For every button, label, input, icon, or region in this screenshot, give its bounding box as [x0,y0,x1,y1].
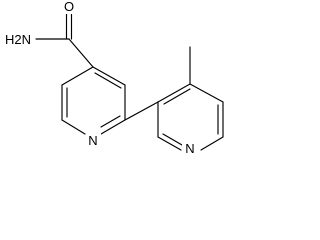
bond-left-ring-top-right [92,66,126,86]
bond-right-ring-top-left-inner [163,88,191,105]
pyridine-n-right-label: N [185,141,194,155]
bond-left-ring-bottom-right [100,119,126,135]
bond-right-ring-top-right [189,83,224,103]
mask-amide-nh2 [0,31,35,47]
bond-right-ring-bottom-left-inner [162,133,183,146]
bond-left-ring-top-left [61,66,94,86]
bond-right-ring-top-left [157,83,191,103]
amide-nh2-label: H2N [5,32,31,47]
bond-right-ring-bottom-right [200,136,224,151]
label-layer: O H2N N N [0,0,198,155]
bond-left-ring-bottom-left [61,119,86,135]
mask-carbonyl-o [63,0,75,14]
carbonyl-o-label: O [64,0,74,14]
mask-pyridine-n-right [182,141,198,155]
mask-pyridine-n-left [86,132,101,148]
bond-layer [35,9,224,151]
bond-left-ring-top-right-inner [94,72,122,89]
bond-right-ring-bottom-left [157,136,182,151]
bond-biaryl-link [124,101,159,121]
bond-carbonyl-to-ring [68,38,94,68]
bond-left-ring-bottom-right-inner [100,115,121,128]
molecule-structure: O H2N N N [0,0,224,155]
pyridine-n-left-label: N [88,133,97,148]
